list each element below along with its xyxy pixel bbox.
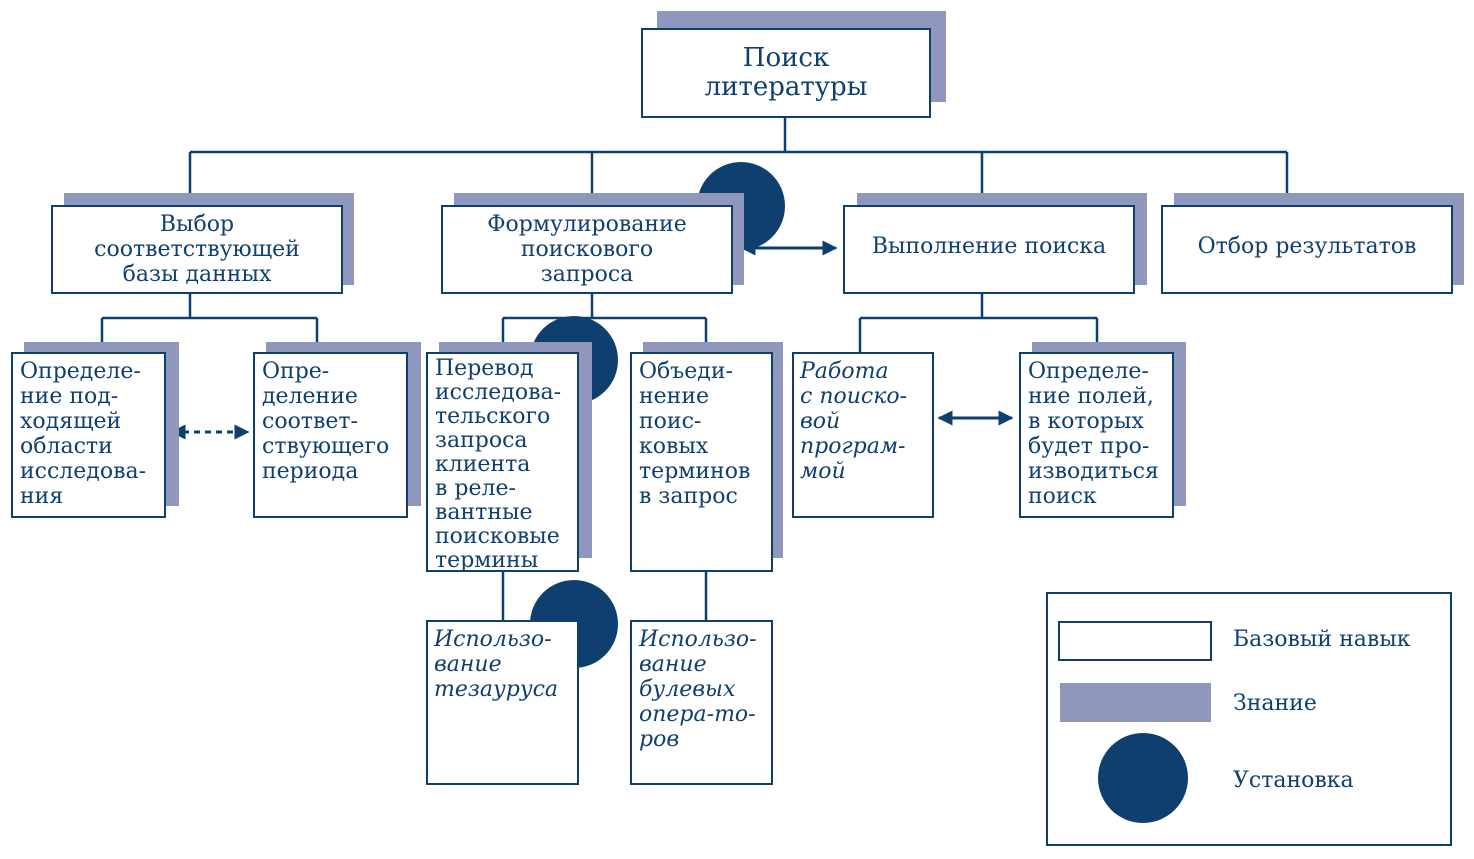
node-db-select: Выбор соответствующей базы данных bbox=[51, 205, 343, 294]
node-results-select: Отбор результатов bbox=[1161, 205, 1453, 294]
node-fields: Определе- ние полей, в которых будет про… bbox=[1019, 352, 1174, 518]
node-translate: Перевод исследова- тельского запроса кли… bbox=[426, 352, 579, 573]
node-boolean: Использо- вание булевых опера-то- ров bbox=[630, 620, 773, 785]
node-translate-label: Перевод исследова- тельского запроса кли… bbox=[435, 356, 562, 573]
node-results-select-label: Отбор результатов bbox=[1197, 234, 1417, 259]
node-research-area: Определе- ние под- ходящей области иссле… bbox=[11, 352, 166, 518]
legend-knowledge-label: Знание bbox=[1233, 691, 1317, 716]
node-boolean-label: Использо- вание булевых опера-то- ров bbox=[639, 627, 757, 752]
node-search-program: Работа с поиско- вой програм- мой bbox=[792, 352, 934, 518]
node-thesaurus: Использо- вание тезауруса bbox=[426, 620, 579, 785]
node-period: Опре- деление соответ- ствующего периода bbox=[253, 352, 408, 518]
legend-attitude-label: Установка bbox=[1233, 768, 1354, 793]
legend: Базовый навык Знание Установка bbox=[1046, 592, 1452, 846]
node-query-form-label: Формулирование поискового запроса bbox=[487, 212, 687, 287]
legend-basic-skill-label: Базовый навык bbox=[1233, 627, 1411, 652]
legend-attitude-swatch bbox=[1098, 733, 1188, 823]
node-search-program-label: Работа с поиско- вой програм- мой bbox=[800, 359, 908, 484]
node-search-exec-label: Выполнение поиска bbox=[871, 234, 1107, 259]
node-root: Поиск литературы bbox=[641, 28, 931, 118]
legend-knowledge-swatch bbox=[1060, 683, 1211, 722]
node-query-form: Формулирование поискового запроса bbox=[441, 205, 733, 294]
node-thesaurus-label: Использо- вание тезауруса bbox=[434, 627, 559, 702]
legend-basic-skill-swatch bbox=[1058, 621, 1212, 661]
node-combine: Объеди- нение поис- ковых терминов в зап… bbox=[630, 352, 773, 572]
node-root-label: Поиск литературы bbox=[704, 43, 868, 102]
node-db-select-label: Выбор соответствующей базы данных bbox=[94, 212, 300, 287]
node-period-label: Опре- деление соответ- ствующего периода bbox=[262, 359, 390, 484]
node-combine-label: Объеди- нение поис- ковых терминов в зап… bbox=[639, 359, 751, 509]
node-research-area-label: Определе- ние под- ходящей области иссле… bbox=[20, 359, 147, 509]
node-search-exec: Выполнение поиска bbox=[843, 205, 1135, 294]
node-fields-label: Определе- ние полей, в которых будет про… bbox=[1028, 359, 1159, 509]
